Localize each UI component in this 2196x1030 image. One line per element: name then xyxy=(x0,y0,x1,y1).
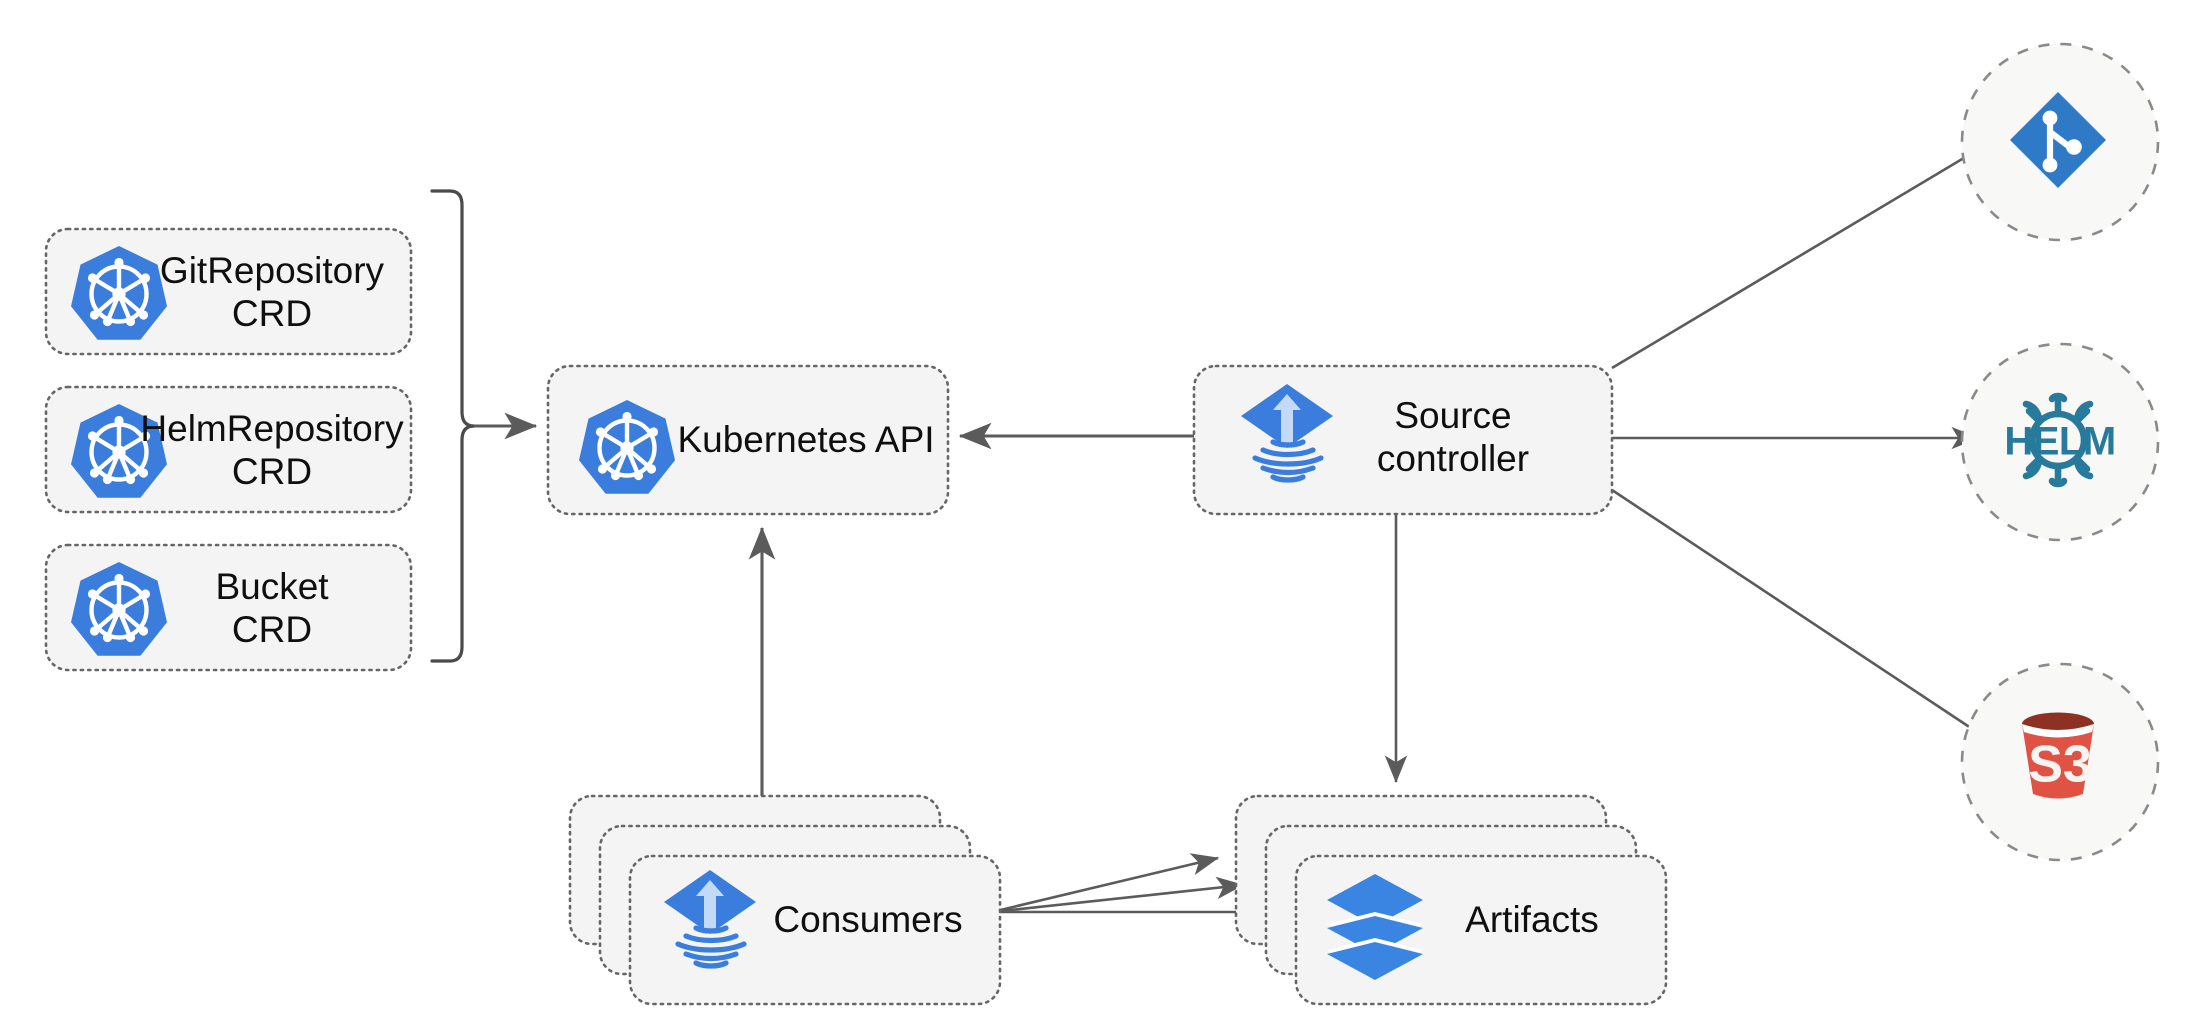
edge-consumers-to-artifacts-1 xyxy=(991,853,1220,914)
source-controller-label-line1: Source xyxy=(1394,395,1511,436)
bucket-crd-label-line1: Bucket xyxy=(215,566,329,607)
kubernetes-api-label: Kubernetes API xyxy=(677,419,934,460)
source-controller-label-line2: controller xyxy=(1377,438,1529,479)
helm-source-label: HELM xyxy=(2004,420,2115,464)
git-source-circle[interactable] xyxy=(1960,42,2160,242)
gitrepository-crd-label-line1: GitRepository xyxy=(160,250,385,291)
helmrepository-crd-label-line2: CRD xyxy=(232,451,312,492)
helmrepository-crd-box[interactable]: HelmRepository CRD xyxy=(44,385,413,514)
gitrepository-crd-label-line2: CRD xyxy=(232,293,312,334)
s3-source-circle[interactable]: S3 xyxy=(1960,662,2160,862)
helmrepository-crd-label-line1: HelmRepository xyxy=(140,408,404,449)
edge-controller-to-git xyxy=(1611,138,1995,370)
bucket-crd-box[interactable]: Bucket CRD xyxy=(44,543,413,672)
consumers-label: Consumers xyxy=(773,899,962,940)
edge-controller-to-s3 xyxy=(1611,488,1993,744)
edge-consumers-to-artifacts-2 xyxy=(991,876,1245,914)
crd-group-bracket xyxy=(430,189,476,663)
kubernetes-api-box[interactable]: Kubernetes API xyxy=(546,364,950,516)
artifacts-stack[interactable]: Artifacts xyxy=(1234,794,1668,1006)
artifacts-label: Artifacts xyxy=(1465,899,1599,940)
helm-source-circle[interactable]: HELM xyxy=(1960,342,2160,542)
consumers-stack[interactable]: Consumers xyxy=(568,794,1002,1006)
gitrepository-crd-box[interactable]: GitRepository CRD xyxy=(44,227,413,356)
bucket-crd-label-line2: CRD xyxy=(232,609,312,650)
s3-source-label: S3 xyxy=(2028,736,2092,794)
source-controller-box[interactable]: Source controller xyxy=(1192,364,1614,516)
